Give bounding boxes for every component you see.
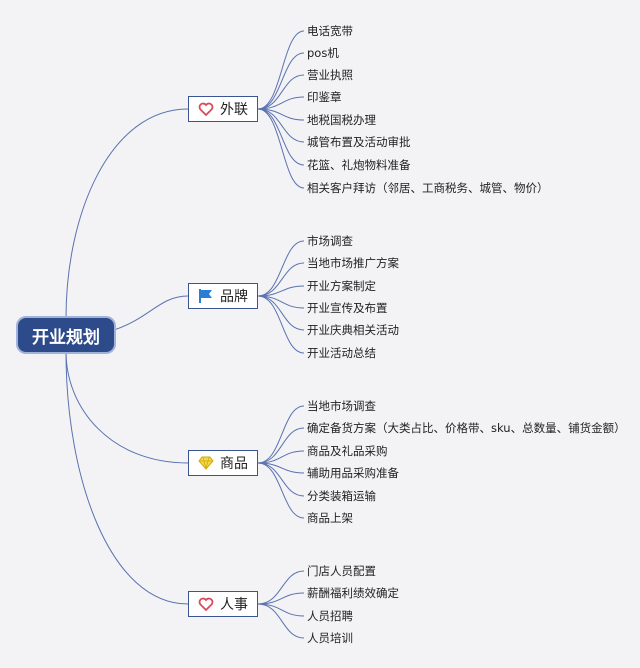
leaf-item[interactable]: 商品上架 (307, 511, 353, 525)
root-node[interactable]: 开业规划 (18, 318, 114, 352)
branch-node-hr[interactable]: 人事 (188, 591, 258, 617)
branch-label: 商品 (220, 456, 248, 472)
leaf-item[interactable]: 市场调查 (307, 234, 353, 248)
heart-icon (198, 596, 214, 612)
leaf-item[interactable]: pos机 (307, 46, 339, 60)
leaf-item[interactable]: 门店人员配置 (307, 564, 376, 578)
leaf-item[interactable]: 花篮、礼炮物料准备 (307, 158, 411, 172)
leaf-item[interactable]: 当地市场调查 (307, 399, 376, 413)
flag-icon (198, 288, 214, 304)
leaf-item[interactable]: 商品及礼品采购 (307, 444, 388, 458)
leaf-item[interactable]: 薪酬福利绩效确定 (307, 586, 399, 600)
leaf-item[interactable]: 开业宣传及布置 (307, 301, 388, 315)
branch-label: 品牌 (220, 289, 248, 305)
branch-label: 外联 (220, 102, 248, 118)
leaf-item[interactable]: 人员培训 (307, 631, 353, 645)
leaf-item[interactable]: 人员招聘 (307, 609, 353, 623)
leaf-item[interactable]: 当地市场推广方案 (307, 256, 399, 270)
leaf-item[interactable]: 开业庆典相关活动 (307, 323, 399, 337)
diamond-icon (198, 455, 214, 471)
leaf-item[interactable]: 城管布置及活动审批 (307, 135, 411, 149)
leaf-item[interactable]: 确定备货方案（大类占比、价格带、sku、总数量、铺货金额） (307, 421, 626, 435)
leaf-item[interactable]: 地税国税办理 (307, 113, 376, 127)
leaf-item[interactable]: 辅助用品采购准备 (307, 466, 399, 480)
leaf-item[interactable]: 相关客户拜访（邻居、工商税务、城管、物价） (307, 181, 549, 195)
heart-icon (198, 101, 214, 117)
leaf-item[interactable]: 电话宽带 (307, 24, 353, 38)
leaf-item[interactable]: 印鉴章 (307, 90, 342, 104)
leaf-item[interactable]: 营业执照 (307, 68, 353, 82)
branch-node-goods[interactable]: 商品 (188, 450, 258, 476)
branch-node-brand[interactable]: 品牌 (188, 283, 258, 309)
branch-node-waillian[interactable]: 外联 (188, 96, 258, 122)
leaf-item[interactable]: 开业活动总结 (307, 346, 376, 360)
leaf-item[interactable]: 分类装箱运输 (307, 489, 376, 503)
branch-label: 人事 (220, 597, 248, 613)
leaf-item[interactable]: 开业方案制定 (307, 279, 376, 293)
